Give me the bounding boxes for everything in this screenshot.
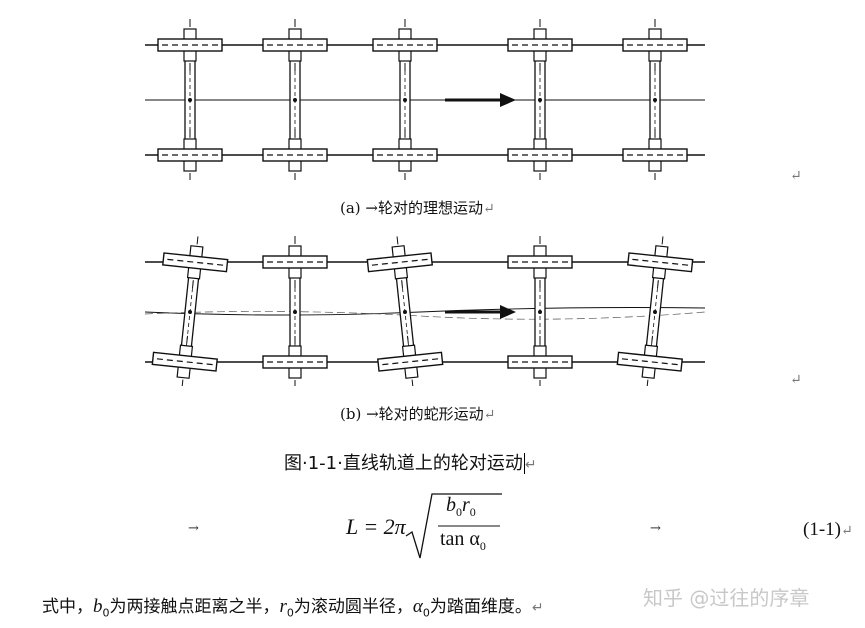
- wheelset: [157, 19, 223, 180]
- wheel: [622, 148, 688, 162]
- figure-title: 图·1-1·直线轨道上的轮对运动↵: [284, 453, 537, 474]
- tick: [186, 335, 188, 344]
- wheel: [262, 255, 328, 269]
- wheel: [507, 255, 573, 269]
- numerator: b0r0: [446, 494, 476, 519]
- wheel: [157, 148, 223, 162]
- direction-arrow-head: [500, 305, 516, 319]
- wheel: [151, 351, 218, 372]
- wheelset: [507, 19, 573, 180]
- wheel: [162, 252, 229, 273]
- wheelset: [372, 19, 438, 180]
- center-dot: [538, 98, 542, 102]
- wheel: [507, 38, 573, 52]
- wheel: [627, 252, 694, 273]
- wheelset: [151, 236, 229, 386]
- wheel: [262, 38, 328, 52]
- return-mark: ↵: [790, 168, 802, 184]
- wheel: [262, 355, 328, 369]
- center-dot: [403, 98, 407, 102]
- wheel: [616, 351, 683, 372]
- wheel: [366, 252, 433, 273]
- wheelset: [507, 236, 573, 386]
- center-dot: [293, 310, 297, 314]
- wheelsets: [151, 236, 694, 386]
- direction-arrow-head: [500, 93, 516, 107]
- tick: [661, 236, 664, 245]
- center-dot: [188, 310, 192, 314]
- wheel: [377, 351, 444, 372]
- wheel: [622, 38, 688, 52]
- tick: [657, 280, 659, 289]
- figure-b-caption: (b) →轮对的蛇形运动↵: [340, 405, 496, 423]
- rails: [144, 261, 706, 363]
- track-centerline: [144, 307, 706, 316]
- wheelset: [622, 19, 688, 180]
- rails: [145, 44, 705, 156]
- wheel: [507, 148, 573, 162]
- tick: [396, 236, 399, 245]
- figure-a-caption: (a) →轮对的理想运动↵: [340, 199, 495, 217]
- center-dot: [653, 98, 657, 102]
- denominator: tan α0: [440, 528, 486, 553]
- tick: [401, 280, 403, 289]
- center-dot: [538, 310, 542, 314]
- hunting-path: [144, 311, 706, 320]
- tick: [407, 335, 409, 344]
- tab-arrow: →: [650, 521, 661, 536]
- wheel: [507, 355, 573, 369]
- wheelset: [616, 236, 694, 386]
- watermark: 知乎 @过往的序章: [643, 586, 810, 610]
- tick: [411, 379, 414, 386]
- tick: [646, 379, 649, 386]
- figure-a-ideal-motion: [145, 19, 705, 180]
- wheelsets: [157, 19, 688, 180]
- wheel: [372, 38, 438, 52]
- center-dot: [653, 310, 657, 314]
- tick: [196, 236, 199, 245]
- variable-definition-text: 式中，b0为两接触点距离之半，r0为滚动圆半径，α0为踏面维度。↵: [42, 596, 544, 620]
- center-dot: [293, 98, 297, 102]
- wheel: [372, 148, 438, 162]
- wheelset: [262, 19, 328, 180]
- radical-sign: [405, 493, 502, 559]
- wheel: [157, 38, 223, 52]
- tick: [651, 335, 653, 344]
- wheelset: [262, 236, 328, 386]
- tick: [192, 280, 194, 289]
- tick: [181, 379, 184, 386]
- return-mark: ↵: [790, 372, 802, 388]
- center-dot: [188, 98, 192, 102]
- equation-number: (1-1)↵: [803, 519, 853, 540]
- figure-b-hunting-motion: [144, 236, 706, 386]
- center-dot: [403, 310, 407, 314]
- tab-arrow: →: [188, 521, 199, 536]
- wheelset: [366, 236, 444, 386]
- wheel: [262, 148, 328, 162]
